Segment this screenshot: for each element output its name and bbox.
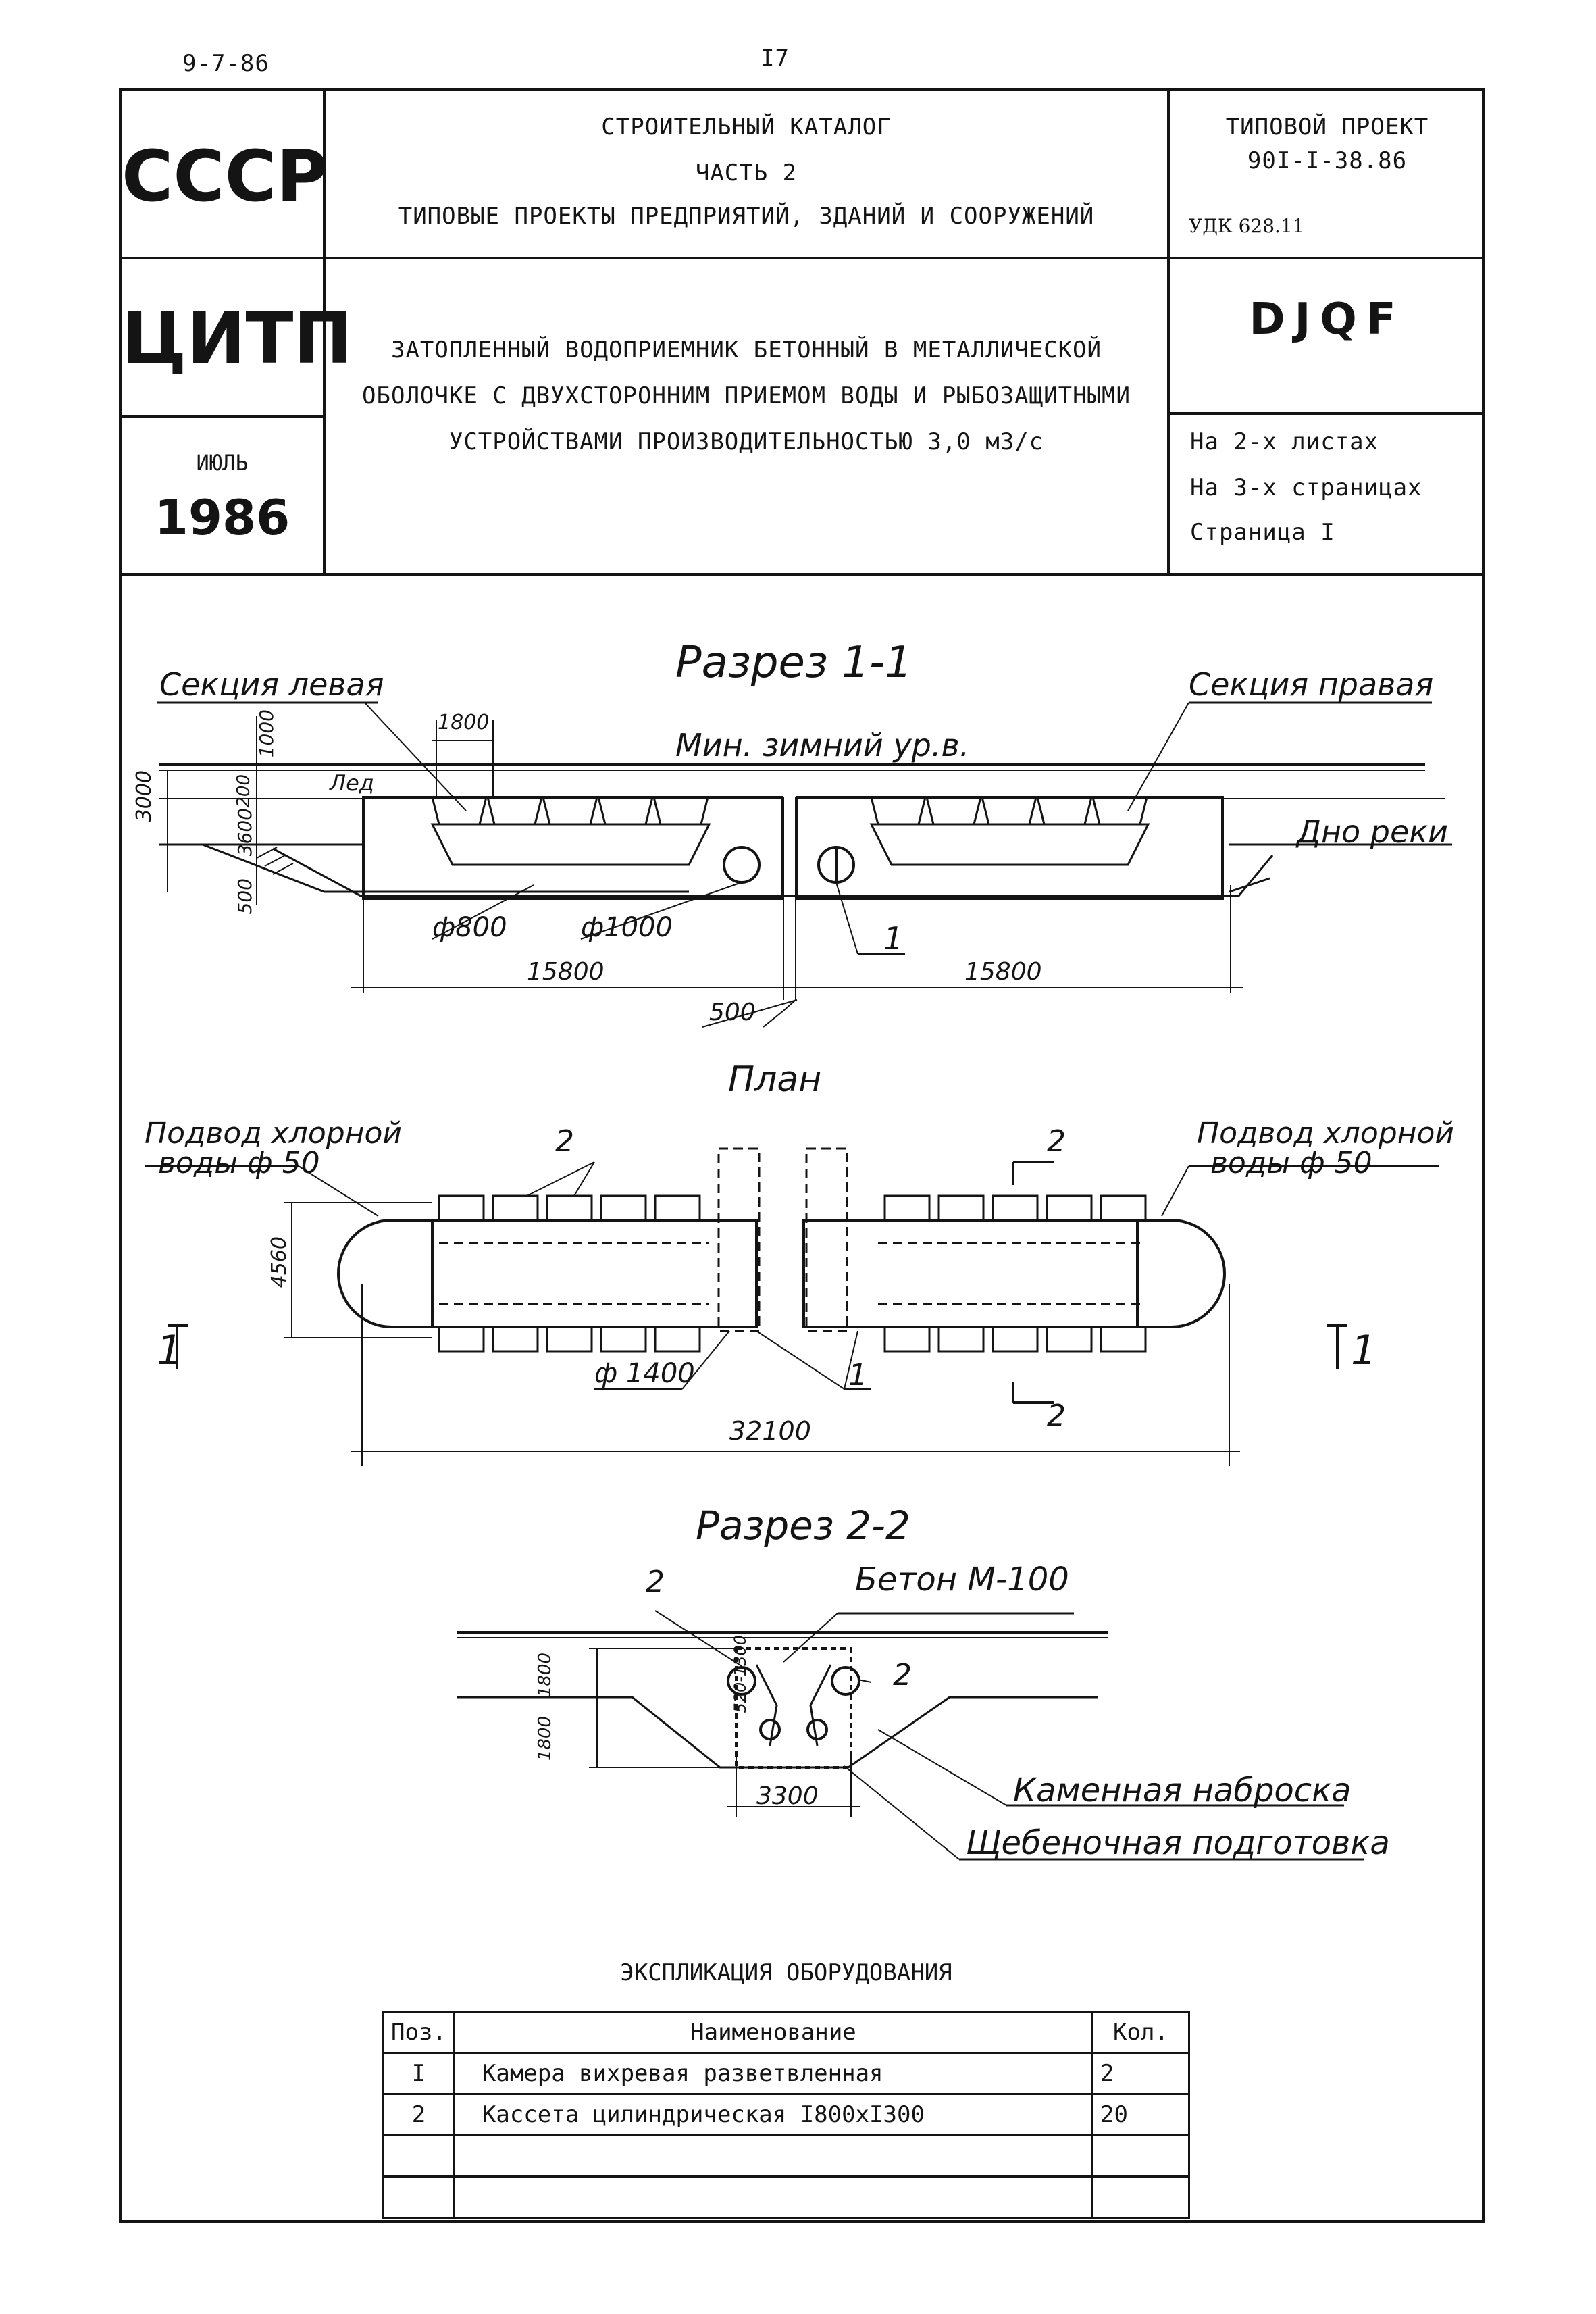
header-row-divider xyxy=(119,257,1485,259)
plan-width-4560: 4560 xyxy=(267,1236,291,1288)
pipe-1000-label: ф1000 xyxy=(581,912,673,943)
dim-1000: 1000 xyxy=(255,709,278,758)
row-pos xyxy=(382,2175,455,2219)
table-row: 2 Кассета цилиндрическая I800хI300 20 xyxy=(382,2093,1190,2136)
section-mark-2-bottom: 2 xyxy=(1047,1399,1066,1433)
section-mark-1-right: 1 xyxy=(1351,1327,1377,1374)
height-1800-lower: 1800 xyxy=(535,1716,555,1761)
description-line-1: ЗАТОПЛЕННЫЙ ВОДОПРИЕМНИК БЕТОННЫЙ В МЕТА… xyxy=(390,336,1102,363)
drawing-frame xyxy=(119,88,1485,2223)
section-1-1-title: Разрез 1-1 xyxy=(675,638,912,688)
plan-length-32100: 32100 xyxy=(729,1416,811,1446)
section2-callout-2a: 2 xyxy=(646,1565,665,1599)
right-section-label: Секция правая xyxy=(1189,666,1434,703)
water-level-label: Мин. зимний ур.в. xyxy=(675,727,970,763)
catalog-part: ЧАСТЬ 2 xyxy=(695,159,798,186)
header-name: Наименование xyxy=(453,2011,1094,2054)
table-header-row: Поз. Наименование Кол. xyxy=(382,2011,1190,2054)
plan-drawing xyxy=(145,1147,1439,1466)
ice-label: Лед xyxy=(330,770,374,796)
page-number: I7 xyxy=(761,45,790,72)
row-qty xyxy=(1091,2175,1190,2219)
section-1-1-drawing xyxy=(157,701,1452,1028)
row-name: Камера вихревая разветвленная xyxy=(453,2052,1094,2095)
project-number: 90I-I-38.86 xyxy=(1247,147,1408,174)
table-row: I Камера вихревая разветвленная 2 xyxy=(382,2052,1190,2095)
section-mark-2-top: 2 xyxy=(1047,1124,1066,1159)
header-qty: Кол. xyxy=(1091,2011,1190,2054)
row-name xyxy=(453,2175,1094,2219)
pipe-1000-circle xyxy=(723,846,761,884)
equipment-table: Поз. Наименование Кол. I Камера вихревая… xyxy=(382,2011,1190,2219)
plan-callout-2: 2 xyxy=(555,1124,574,1159)
stamp-row-divider xyxy=(119,415,323,418)
dim-15800-left: 15800 xyxy=(527,958,604,986)
callout-1-section: 1 xyxy=(883,920,904,957)
section-2-2-drawing xyxy=(457,1610,1364,1861)
sheets-count: На 2-х листах xyxy=(1190,428,1379,455)
section-2-2-title: Разрез 2-2 xyxy=(696,1503,910,1549)
width-3300: 3300 xyxy=(756,1782,819,1810)
row-qty: 20 xyxy=(1091,2093,1190,2136)
description-line-2: ОБОЛОЧКЕ С ДВУХСТОРОННИМ ПРИЕМОМ ВОДЫ И … xyxy=(362,382,1131,409)
row-pos xyxy=(382,2134,455,2178)
header-pos: Поз. xyxy=(382,2011,455,2054)
stamp-month: ИЮЛЬ xyxy=(196,450,249,476)
page-indicator: Страница I xyxy=(1190,519,1335,546)
project-code: DJQF xyxy=(1249,295,1406,345)
project-divider xyxy=(1167,88,1170,576)
dim-3600: 3600 xyxy=(234,808,256,857)
plan-left-cassettes xyxy=(438,1194,709,1353)
project-label: ТИПОВОЙ ПРОЕКТ xyxy=(1225,114,1429,141)
dim-3000: 3000 xyxy=(132,770,156,822)
chlorine-right-line-1: Подвод хлорной xyxy=(1197,1116,1454,1151)
header-bottom-divider xyxy=(119,573,1485,576)
pipe-1400-label: ф 1400 xyxy=(594,1358,695,1389)
table-row xyxy=(382,2175,1190,2219)
row-name: Кассета цилиндрическая I800хI300 xyxy=(453,2093,1094,2136)
section-mark-1-left: 1 xyxy=(157,1327,183,1374)
row-qty: 2 xyxy=(1091,2052,1190,2095)
dim-200: 200 xyxy=(234,774,254,808)
section2-callout-2b: 2 xyxy=(893,1658,912,1692)
right-cassettes xyxy=(869,796,1150,866)
dim-15800-right: 15800 xyxy=(964,958,1042,986)
riprap-label: Каменная наброска xyxy=(1013,1771,1352,1809)
row-qty xyxy=(1091,2134,1190,2178)
table-row xyxy=(382,2134,1190,2178)
catalog-section: ТИПОВЫЕ ПРОЕКТЫ ПРЕДПРИЯТИЙ, ЗДАНИЙ И СО… xyxy=(398,203,1095,230)
dim-1800: 1800 xyxy=(438,711,490,734)
udk-code: УДК 628.11 xyxy=(1189,215,1305,237)
stamp-country: СССР xyxy=(122,135,328,218)
plan-callout-1: 1 xyxy=(848,1358,867,1392)
document-code: 9-7-86 xyxy=(182,50,269,77)
chlorine-left-line-1: Подвод хлорной xyxy=(145,1116,402,1151)
height-1800-upper: 1800 xyxy=(535,1653,555,1698)
dim-500-depth: 500 xyxy=(234,878,256,915)
row-pos: 2 xyxy=(382,2093,455,2136)
concrete-label: Бетон М-100 xyxy=(855,1561,1069,1599)
code-row-divider xyxy=(1167,412,1485,415)
plan-title: План xyxy=(728,1059,822,1100)
chlorine-left-line-2: воды ф 50 xyxy=(158,1146,320,1180)
river-bed-label: Дно реки xyxy=(1297,813,1448,850)
dim-500-gap: 500 xyxy=(709,999,756,1026)
equipment-title: ЭКСПЛИКАЦИЯ ОБОРУДОВАНИЯ xyxy=(620,1959,952,1986)
stamp-year: 1986 xyxy=(154,489,290,546)
stamp-divider xyxy=(323,88,326,576)
left-section-label: Секция левая xyxy=(159,666,384,703)
row-pos: I xyxy=(382,2052,455,2095)
catalog-title: СТРОИТЕЛЬНЫЙ КАТАЛОГ xyxy=(601,114,892,141)
chlorine-right-line-2: воды ф 50 xyxy=(1210,1146,1372,1180)
description-line-3: УСТРОЙСТВАМИ ПРОИЗВОДИТЕЛЬНОСТЬЮ 3,0 м3/… xyxy=(448,428,1044,455)
left-cassettes xyxy=(430,796,711,866)
plan-right-cassettes xyxy=(878,1194,1147,1353)
height-520-1300: 520-1300 xyxy=(731,1635,750,1713)
gravel-label: Щебеночная подготовка xyxy=(966,1824,1390,1862)
pipe-800-label: ф800 xyxy=(432,912,507,943)
row-name xyxy=(453,2134,1094,2178)
stamp-org: ЦИТП xyxy=(122,297,353,380)
pages-count: На 3-х страницах xyxy=(1190,474,1422,501)
